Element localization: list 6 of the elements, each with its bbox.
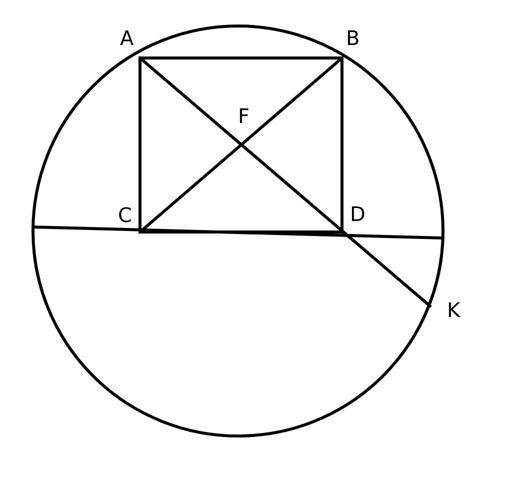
point-label: K (447, 300, 460, 320)
point-label: D (350, 204, 366, 224)
point-label: F (238, 106, 250, 126)
point-label: C (118, 205, 132, 225)
point-label: B (346, 28, 360, 48)
point-label: A (120, 28, 134, 48)
